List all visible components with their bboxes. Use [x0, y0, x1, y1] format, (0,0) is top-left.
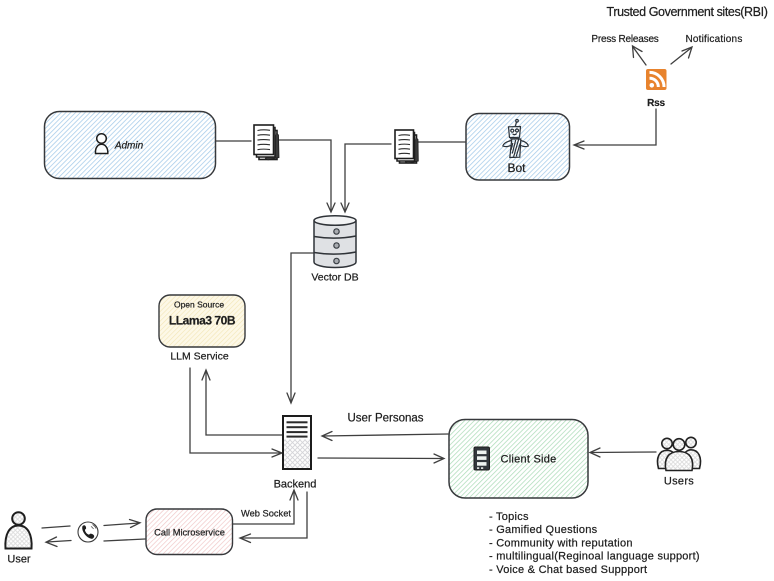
svg-text:- Community with reputation: - Community with reputation [489, 537, 633, 549]
svg-text:Web Socket: Web Socket [241, 509, 291, 519]
svg-text:- Voice & Chat based Suppport: - Voice & Chat based Suppport [489, 564, 647, 576]
svg-text:User: User [7, 554, 31, 566]
svg-text:- multilingual(Reginoal langu: - multilingual(Reginoal language support… [489, 551, 700, 563]
svg-text:Call Microservice: Call Microservice [154, 528, 225, 538]
svg-text:Backend: Backend [274, 479, 317, 491]
svg-text:Bot: Bot [507, 161, 526, 175]
svg-text:- Gamified Questions: - Gamified Questions [489, 524, 598, 536]
svg-text:User Personas: User Personas [347, 413, 423, 425]
svg-text:Users: Users [664, 476, 694, 488]
svg-text:Vector DB: Vector DB [311, 272, 358, 284]
svg-text:Rss: Rss [647, 98, 665, 109]
svg-text:Client Side: Client Side [501, 454, 557, 466]
svg-text:Press Releases: Press Releases [591, 34, 658, 45]
svg-text:LLama3 70B: LLama3 70B [169, 314, 236, 328]
svg-text:Trusted Government sites(RBI): Trusted Government sites(RBI) [607, 5, 768, 19]
svg-text:LLM Service: LLM Service [170, 351, 229, 363]
svg-text:Admin: Admin [114, 141, 144, 152]
svg-text:- Topics: - Topics [489, 511, 529, 523]
svg-text:Notifications: Notifications [685, 34, 742, 45]
svg-text:Open Source: Open Source [174, 300, 224, 310]
